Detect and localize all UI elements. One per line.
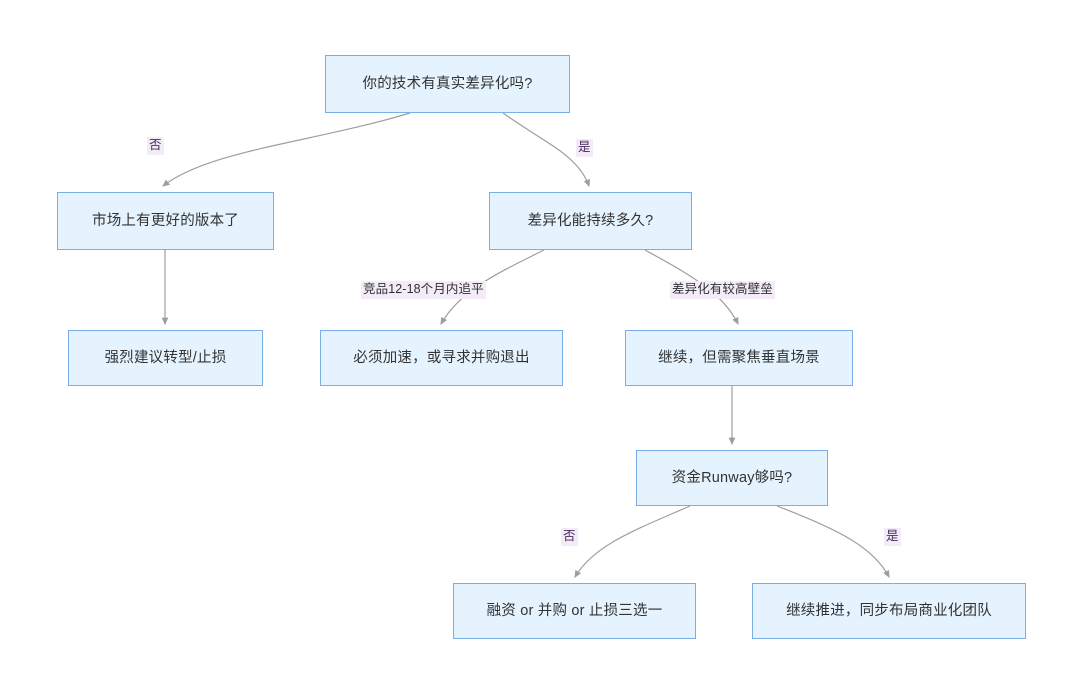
flow-node-label: 强烈建议转型/止损 <box>104 349 227 366</box>
flow-node-label: 融资 or 并购 or 止损三选一 <box>486 602 663 619</box>
flow-node-n1[interactable]: 你的技术有真实差异化吗? <box>325 55 570 113</box>
flow-node-n3[interactable]: 差异化能持续多久? <box>489 192 692 250</box>
flow-node-label: 市场上有更好的版本了 <box>92 212 239 229</box>
edge-label-e2: 是 <box>576 139 593 157</box>
flow-edge <box>776 505 890 578</box>
flow-node-label: 继续，但需聚焦垂直场景 <box>658 349 820 366</box>
flow-node-label: 继续推进，同步布局商业化团队 <box>786 602 992 619</box>
flow-node-label: 必须加速，或寻求并购退出 <box>353 349 530 366</box>
edge-label-e8: 是 <box>884 528 901 546</box>
flow-node-n8[interactable]: 融资 or 并购 or 止损三选一 <box>453 583 696 639</box>
flow-edge <box>162 112 411 187</box>
edge-label-e4: 竞品12-18个月内追平 <box>361 281 486 299</box>
flow-node-label: 你的技术有真实差异化吗? <box>362 75 533 92</box>
flow-node-n6[interactable]: 继续，但需聚焦垂直场景 <box>625 330 853 386</box>
flow-node-label: 差异化能持续多久? <box>527 212 654 229</box>
flow-node-n9[interactable]: 继续推进，同步布局商业化团队 <box>752 583 1026 639</box>
flow-node-n7[interactable]: 资金Runway够吗? <box>636 450 828 506</box>
flow-node-n5[interactable]: 必须加速，或寻求并购退出 <box>320 330 563 386</box>
flow-node-n2[interactable]: 市场上有更好的版本了 <box>57 192 274 250</box>
flow-node-n4[interactable]: 强烈建议转型/止损 <box>68 330 263 386</box>
flow-node-label: 资金Runway够吗? <box>671 469 793 486</box>
edge-label-e1: 否 <box>147 137 164 155</box>
edge-label-e7: 否 <box>561 528 578 546</box>
flow-edge <box>574 505 691 578</box>
edge-label-e5: 差异化有较高壁垒 <box>670 281 775 299</box>
